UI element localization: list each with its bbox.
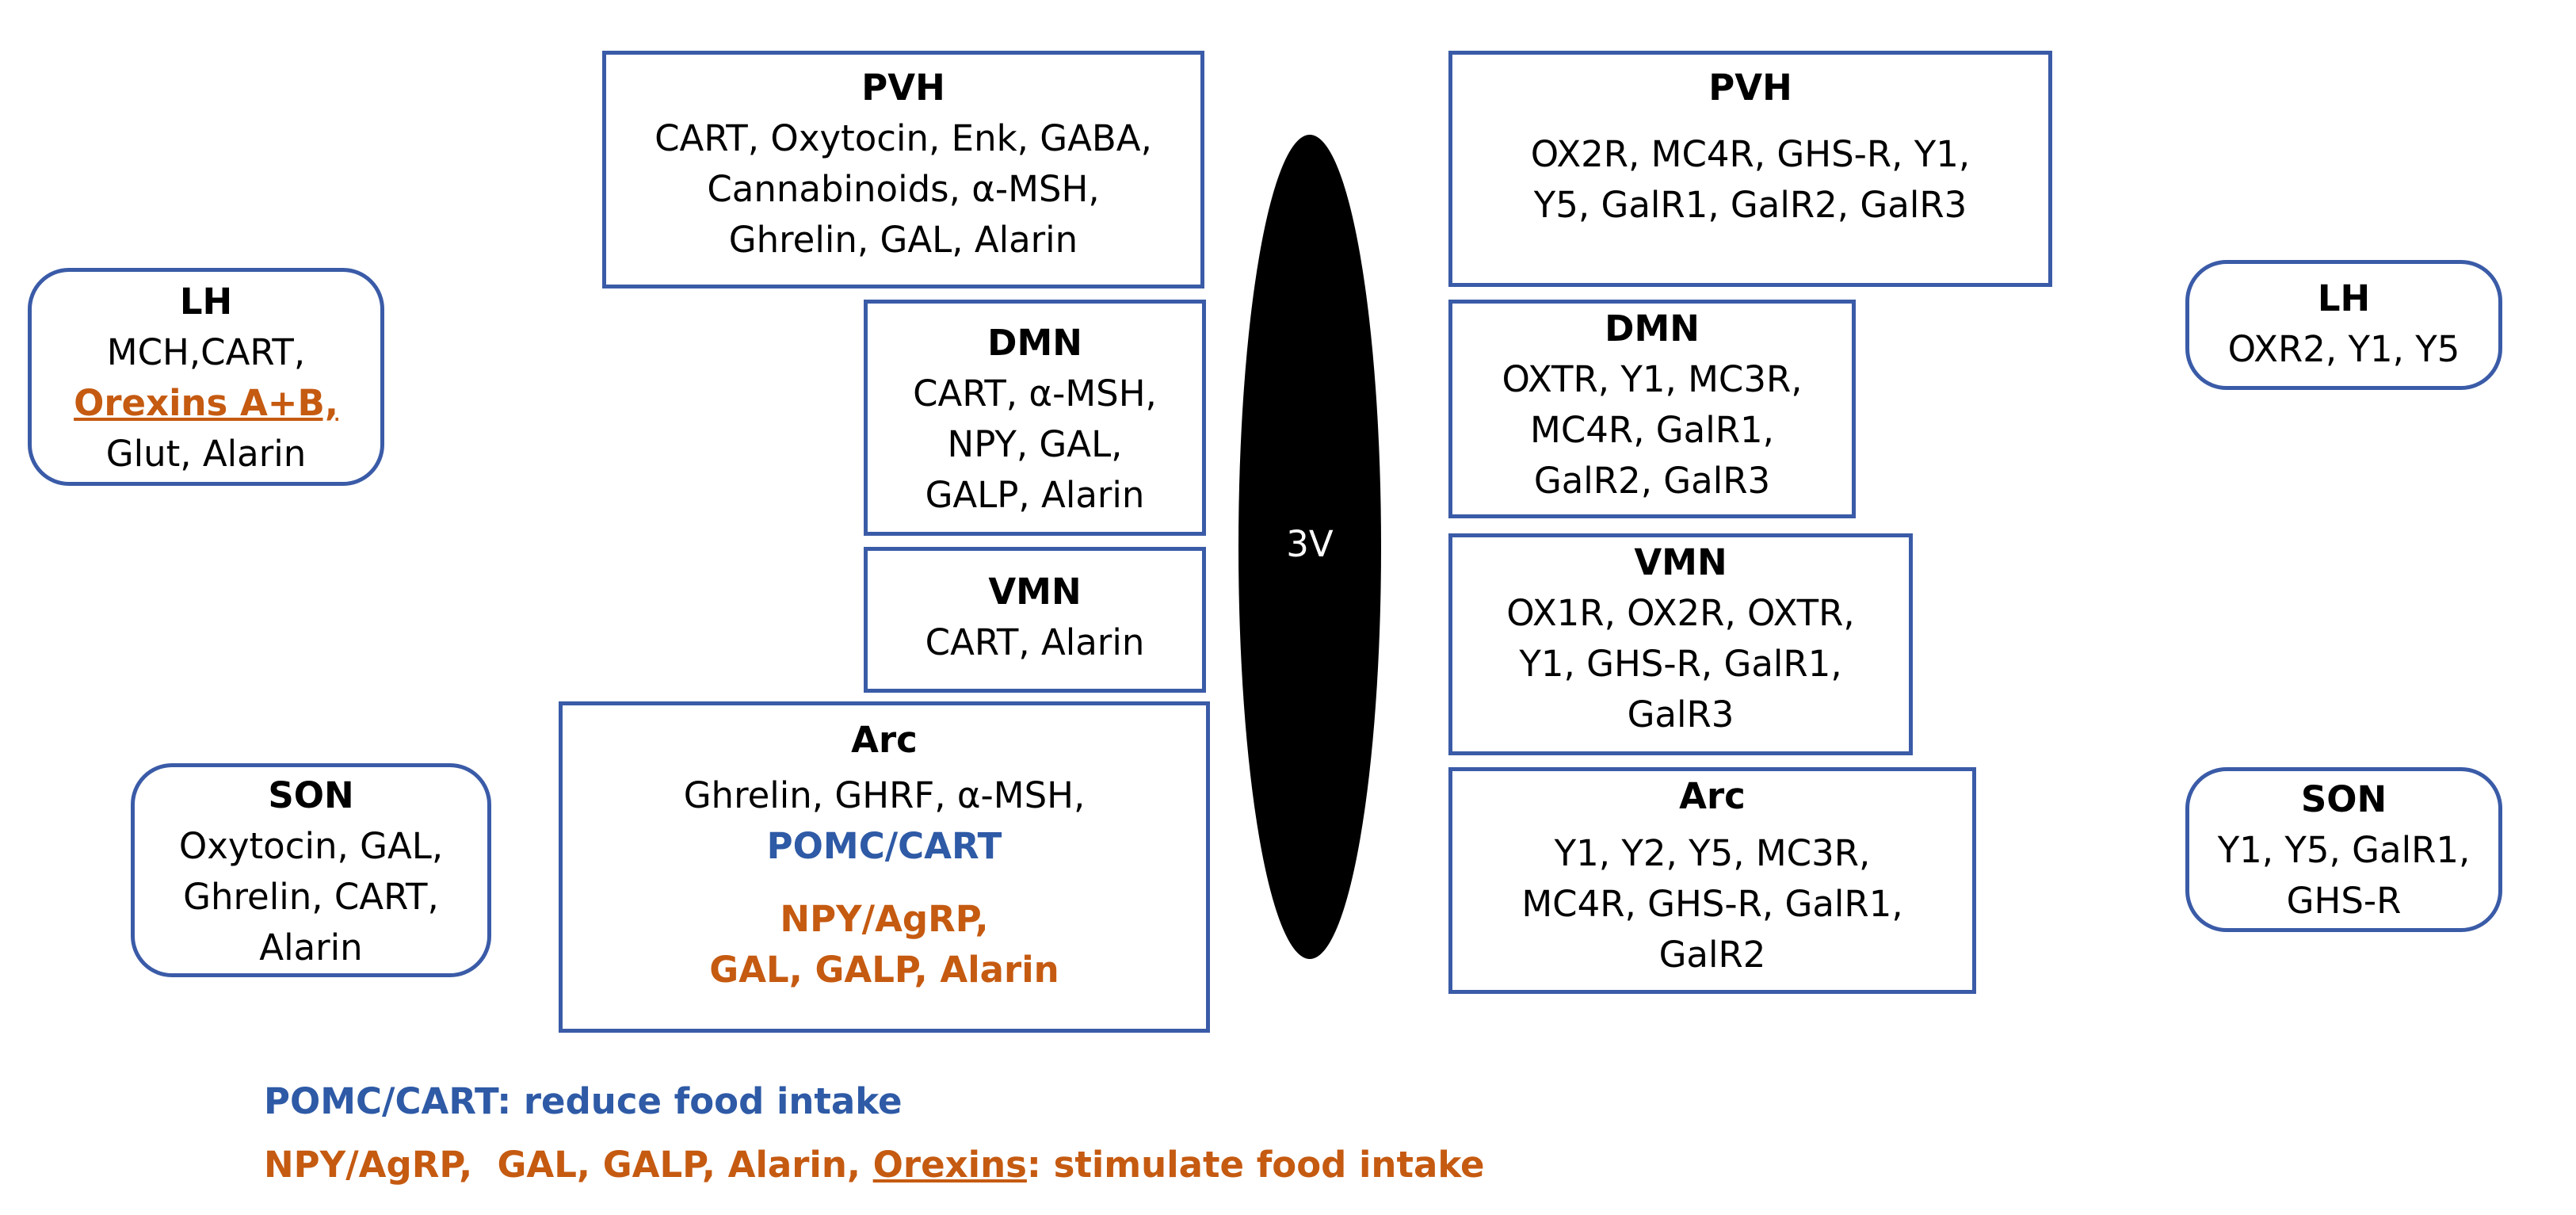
left-son-line: Oxytocin, GAL, (178, 825, 444, 867)
right-son-line: Y1, Y5, GalR1, (2217, 829, 2471, 871)
legend-stimulate-suffix: : stimulate food intake (1026, 1144, 1485, 1186)
legend-stimulate-food-intake: NPY/AgRP, GAL, GALP, Alarin, Orexins: st… (264, 1140, 1485, 1190)
left-pvh-line: CART, Oxytocin, Enk, GABA, (654, 117, 1152, 159)
left-pvh-box: PVH CART, Oxytocin, Enk, GABA, Cannabino… (602, 51, 1204, 288)
right-pvh-title: PVH (1708, 67, 1792, 109)
left-arc-npy-agrp: NPY/AgRP, (780, 898, 989, 940)
right-pvh-line: Y5, GalR1, GalR2, GalR3 (1533, 184, 1967, 226)
third-ventricle-ellipse (1238, 135, 1381, 959)
right-arc-line: MC4R, GHS-R, GalR1, (1521, 883, 1903, 925)
right-pvh-line: OX2R, MC4R, GHS-R, Y1, (1530, 133, 1971, 175)
left-lh-title: LH (179, 281, 233, 323)
left-son-line: Ghrelin, CART, (183, 876, 439, 918)
right-son-line: GHS-R (2286, 880, 2402, 922)
left-pvh-line: Ghrelin, GAL, Alarin (728, 219, 1078, 261)
left-dmn-line: GALP, Alarin (925, 474, 1145, 516)
right-dmn-line: MC4R, GalR1, (1530, 409, 1774, 451)
left-lh-line: Glut, Alarin (105, 433, 307, 475)
left-pvh-title: PVH (861, 67, 945, 109)
third-ventricle-label: 3V (1286, 523, 1334, 565)
right-son-title: SON (2300, 778, 2387, 820)
left-vmn-line: CART, Alarin (925, 621, 1145, 663)
left-arc-box: Arc Ghrelin, GHRF, α-MSH, POMC/CART NPY/… (559, 701, 1210, 1033)
right-lh-title: LH (2317, 277, 2371, 319)
left-son-title: SON (268, 774, 354, 816)
left-son-line: Alarin (259, 927, 363, 969)
right-vmn-line: OX1R, OX2R, OXTR, (1506, 592, 1855, 634)
right-vmn-line: Y1, GHS-R, GalR1, (1519, 643, 1842, 685)
left-vmn-title: VMN (988, 571, 1082, 613)
right-lh-box: LH OXR2, Y1, Y5 (2185, 260, 2502, 390)
left-lh-box: LH MCH,CART, Orexins A+B, Glut, Alarin (28, 268, 384, 486)
right-arc-line: GalR2 (1658, 934, 1766, 976)
right-dmn-line: GalR2, GalR3 (1533, 460, 1771, 502)
left-arc-line: Ghrelin, GHRF, α-MSH, (683, 774, 1086, 816)
left-dmn-box: DMN CART, α-MSH, NPY, GAL, GALP, Alarin (864, 300, 1206, 536)
left-arc-title: Arc (851, 719, 918, 761)
right-dmn-line: OXTR, Y1, MC3R, (1502, 358, 1803, 400)
legend-orexins: Orexins (872, 1144, 1027, 1186)
right-lh-line: OXR2, Y1, Y5 (2227, 328, 2460, 370)
right-vmn-title: VMN (1634, 541, 1727, 583)
left-pvh-line: Cannabinoids, α-MSH, (707, 168, 1100, 210)
left-arc-gal-galp-alarin: GAL, GALP, Alarin (709, 949, 1059, 991)
right-pvh-box: PVH OX2R, MC4R, GHS-R, Y1, Y5, GalR1, Ga… (1448, 51, 2052, 287)
right-vmn-line: GalR3 (1627, 693, 1735, 735)
left-dmn-line: NPY, GAL, (947, 423, 1123, 465)
left-vmn-box: VMN CART, Alarin (864, 547, 1206, 693)
right-son-box: SON Y1, Y5, GalR1, GHS-R (2185, 767, 2502, 932)
left-arc-pomc-cart: POMC/CART (766, 825, 1002, 867)
left-lh-orexins: Orexins A+B, (74, 382, 338, 424)
left-son-box: SON Oxytocin, GAL, Ghrelin, CART, Alarin (131, 763, 491, 977)
right-dmn-title: DMN (1605, 308, 1700, 350)
left-dmn-line: CART, α-MSH, (913, 373, 1157, 415)
legend-stimulators: NPY/AgRP, GAL, GALP, Alarin, (264, 1144, 873, 1186)
left-dmn-title: DMN (987, 322, 1082, 364)
left-lh-line: MCH,CART, (106, 331, 306, 373)
right-vmn-box: VMN OX1R, OX2R, OXTR, Y1, GHS-R, GalR1, … (1448, 533, 1913, 755)
right-arc-title: Arc (1679, 775, 1746, 817)
right-arc-line: Y1, Y2, Y5, MC3R, (1554, 832, 1871, 874)
right-arc-box: Arc Y1, Y2, Y5, MC3R, MC4R, GHS-R, GalR1… (1448, 767, 1976, 994)
legend-reduce-food-intake: POMC/CART: reduce food intake (264, 1080, 903, 1122)
right-dmn-box: DMN OXTR, Y1, MC3R, MC4R, GalR1, GalR2, … (1448, 300, 1856, 518)
